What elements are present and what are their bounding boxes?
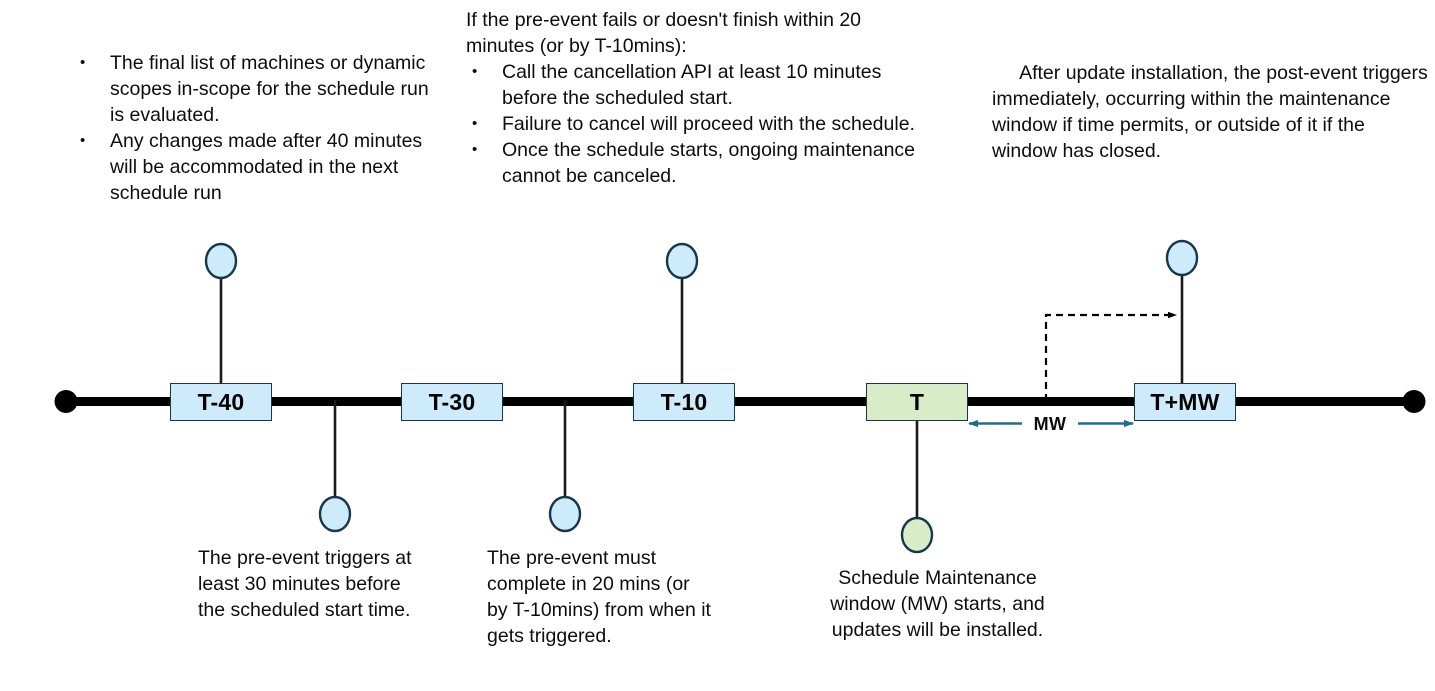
marker-circle-pre-event-trigger [318, 495, 352, 533]
note-middle-bullet-3: Once the schedule starts, ongoing mainte… [462, 137, 932, 189]
caption-pre-event-complete: The pre-event must complete in 20 mins (… [487, 547, 711, 647]
note-middle-bullet-1: Call the cancellation API at least 10 mi… [462, 59, 932, 111]
note-middle-bullet-2: Failure to cancel will proceed with the … [462, 111, 932, 137]
post-event-dashed-arrow [1044, 311, 1177, 401]
note-middle-lead: If the pre-event fails or doesn't finish… [466, 9, 862, 57]
timeline-node-t[interactable]: T [866, 383, 968, 421]
timeline-node-t10[interactable]: T-10 [633, 383, 735, 421]
marker-circle-t10 [665, 242, 699, 280]
caption-maintenance-window: Schedule Maintenance window (MW) starts,… [830, 567, 1045, 641]
timeline-node-tplusmw[interactable]: T+MW [1134, 383, 1236, 421]
note-left-bullet-1: The final list of machines or dynamic sc… [70, 50, 440, 128]
marker-circle-t40 [204, 242, 238, 280]
marker-circle-maintenance-window [900, 516, 934, 554]
timeline-node-t40[interactable]: T-40 [170, 383, 272, 421]
timeline-node-t30[interactable]: T-30 [401, 383, 503, 421]
note-right: After update installation, the post-even… [992, 62, 1434, 162]
note-left-bullet-2: Any changes made after 40 minutes will b… [70, 128, 440, 206]
note-left: The final list of machines or dynamic sc… [70, 50, 440, 206]
marker-circle-pre-event-complete [548, 495, 582, 533]
mw-span-label: MW [1033, 414, 1067, 434]
timeline-end-dot [1402, 390, 1426, 413]
marker-circle-tplusmw [1165, 239, 1199, 277]
note-middle: Call the cancellation API at least 10 mi… [462, 59, 932, 189]
timeline-start-dot [54, 390, 78, 413]
caption-pre-event-trigger: The pre-event triggers at least 30 minut… [198, 547, 412, 621]
